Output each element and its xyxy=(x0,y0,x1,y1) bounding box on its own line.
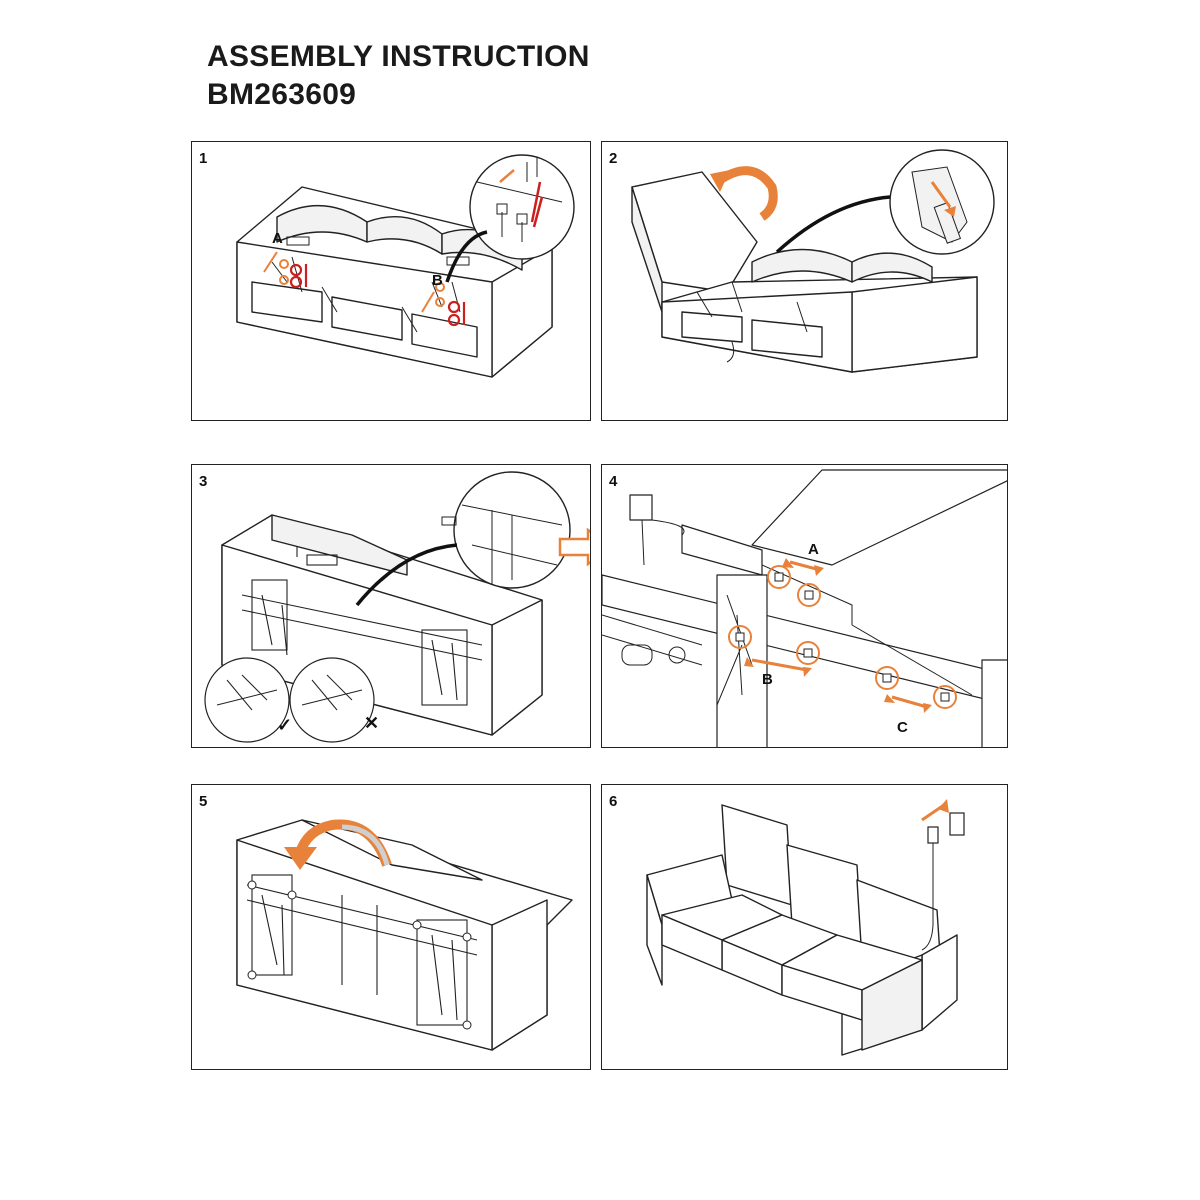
step-number: 1 xyxy=(199,150,208,167)
label-c: C xyxy=(897,719,908,736)
step-2-illustration xyxy=(631,149,995,373)
step-number: 3 xyxy=(199,473,208,490)
step-5-panel: 5 xyxy=(191,784,591,1070)
step-3-illustration xyxy=(204,471,571,743)
step-2-panel: 2 xyxy=(601,141,1008,421)
step-number: 4 xyxy=(609,473,618,490)
label-b: B xyxy=(432,272,443,289)
label-b: B xyxy=(762,671,773,688)
step-number: 2 xyxy=(609,150,618,167)
step-4-panel: 4 xyxy=(601,464,1008,748)
step-1-panel: 1 xyxy=(191,141,591,421)
step-5-illustration xyxy=(236,819,573,1051)
label-a: A xyxy=(272,230,283,247)
step-1-illustration xyxy=(236,154,575,378)
step-number: 6 xyxy=(609,793,618,810)
document-title: ASSEMBLY INSTRUCTION xyxy=(207,40,590,73)
step-number: 5 xyxy=(199,793,208,810)
model-number: BM263609 xyxy=(207,78,357,111)
correct-mark: ✓ xyxy=(277,715,293,735)
step-6-illustration xyxy=(646,799,965,1056)
step-4-illustration xyxy=(602,469,1007,747)
incorrect-mark: ✕ xyxy=(364,713,380,733)
arrow-to-step-4-icon xyxy=(558,527,590,567)
label-a: A xyxy=(808,541,819,558)
step-3-panel: 3 ✓ ✕ xyxy=(191,464,591,748)
step-6-panel: 6 xyxy=(601,784,1008,1070)
